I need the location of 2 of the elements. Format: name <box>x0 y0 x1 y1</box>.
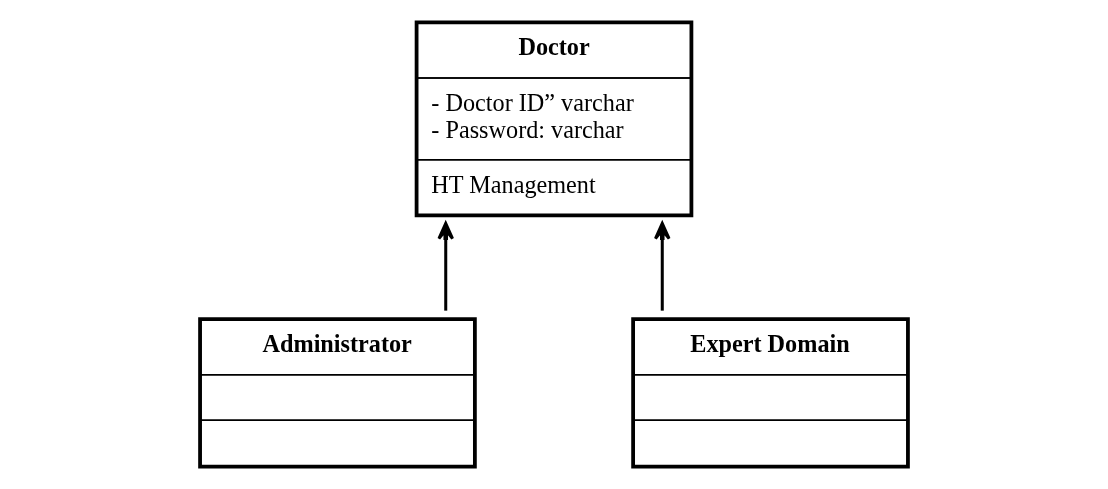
arrow <box>653 221 671 311</box>
arrow <box>437 221 455 311</box>
